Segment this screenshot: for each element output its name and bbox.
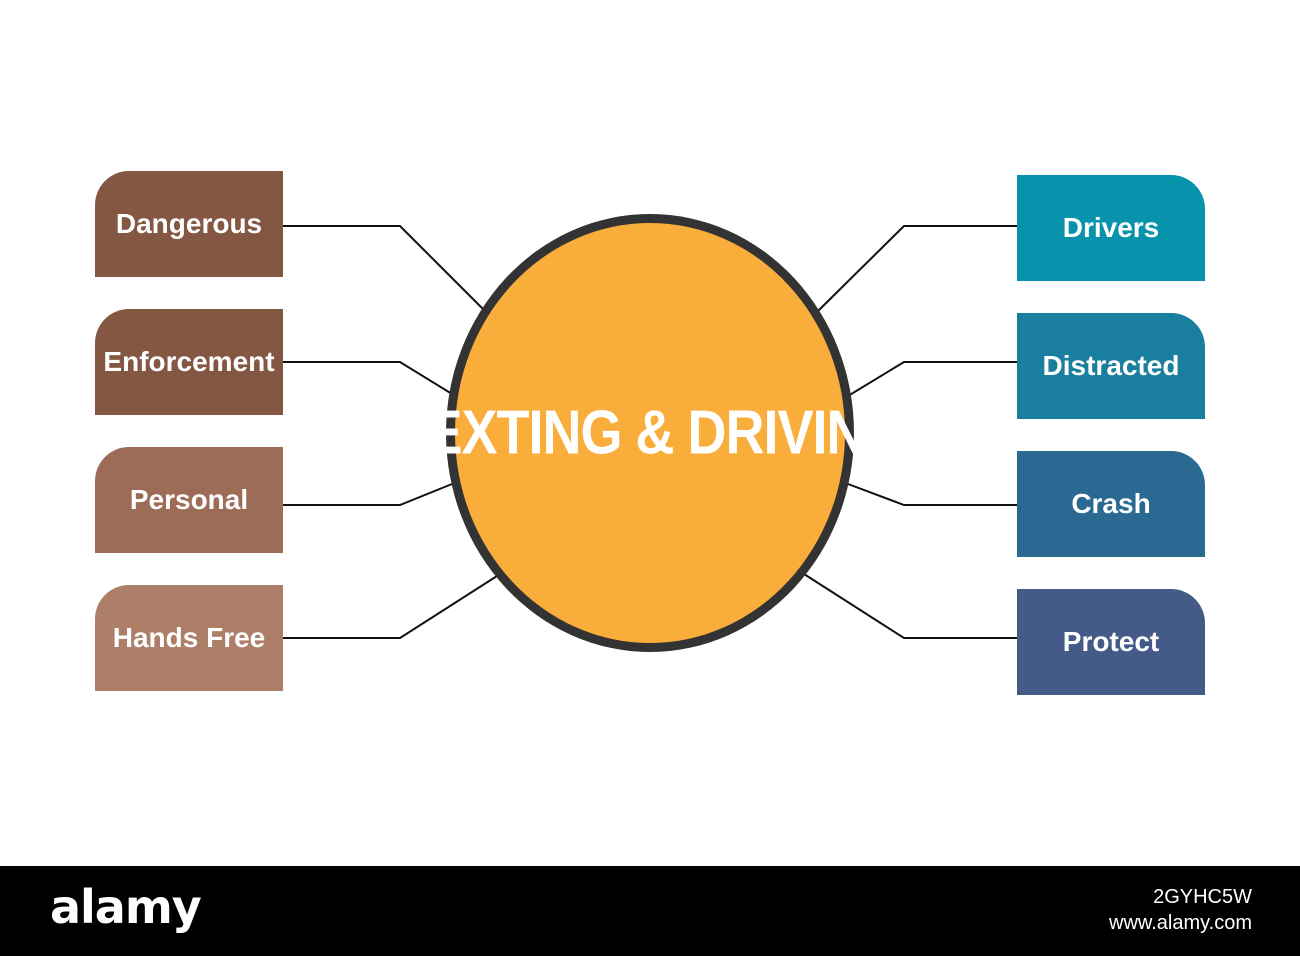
- connector-crash: [847, 483, 1017, 506]
- label-drivers: Drivers: [1062, 212, 1160, 243]
- label-enforcement: Enforcement: [103, 346, 275, 377]
- footer-id-block: 2GYHC5W www.alamy.com: [1109, 884, 1252, 936]
- box-distracted: Distracted: [1017, 313, 1205, 419]
- center-title: TEXTING & DRIVING: [394, 398, 906, 468]
- box-dangerous: Dangerous: [95, 171, 283, 277]
- connector-dangerous: [283, 225, 484, 310]
- box-hands-free: Hands Free: [95, 585, 283, 691]
- box-crash: Crash: [1017, 451, 1205, 557]
- alamy-logo: alamy: [50, 880, 202, 934]
- connector-hands-free: [283, 575, 498, 639]
- connector-protect: [803, 573, 1017, 639]
- footer-url: www.alamy.com: [1109, 912, 1252, 934]
- box-drivers: Drivers: [1017, 175, 1205, 281]
- connector-drivers: [817, 225, 1017, 312]
- connector-distracted: [847, 361, 1017, 397]
- footer-bar: alamy 2GYHC5W www.alamy.com: [0, 866, 1300, 956]
- label-dangerous: Dangerous: [115, 208, 263, 239]
- label-hands-free: Hands Free: [112, 622, 266, 653]
- connector-enforcement: [283, 361, 453, 395]
- label-crash: Crash: [1071, 488, 1151, 519]
- image-id: 2GYHC5W: [1153, 886, 1252, 908]
- label-distracted: Distracted: [1042, 350, 1180, 381]
- box-enforcement: Enforcement: [95, 309, 283, 415]
- label-protect: Protect: [1062, 626, 1160, 657]
- box-personal: Personal: [95, 447, 283, 553]
- center-circle: TEXTING & DRIVING: [394, 214, 907, 652]
- label-personal: Personal: [129, 484, 249, 515]
- mind-map-diagram: Dangerous Enforcement Personal Hands Fre…: [95, 171, 1205, 695]
- box-protect: Protect: [1017, 589, 1205, 695]
- connector-lines: [283, 225, 1017, 639]
- connector-personal: [283, 483, 453, 506]
